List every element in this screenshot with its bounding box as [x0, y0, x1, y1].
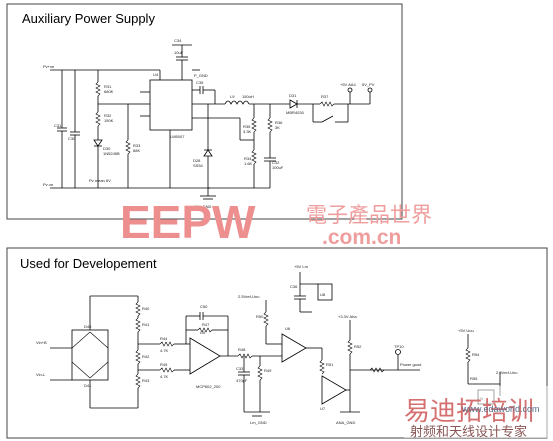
component-label-r32: R32: [104, 113, 112, 118]
auxiliary-power-supply-schematic: Pv+ve Pv-ve C31 C30 R31 680K R32 150K D3…: [43, 38, 375, 209]
bottom-panel-title: Used for Developement: [20, 256, 157, 271]
component-label-c36: C36: [290, 284, 298, 289]
eepw-watermark: EEPW 電子產品世界 .com.cn: [120, 196, 432, 249]
eepw-url-text: .com.cn: [322, 226, 401, 249]
component-label-v5pv: 5V_PV: [362, 82, 375, 87]
component-label-l9v: 150uH: [242, 94, 254, 99]
component-label-d41: D41: [84, 383, 92, 388]
component-label-r32v: 150K: [104, 118, 114, 123]
component-label-vin-pos: Vin+B: [36, 340, 47, 345]
component-label-c30: C30: [68, 136, 76, 141]
component-label-r35: R35: [243, 124, 251, 129]
top-panel-title: Auxiliary Power Supply: [22, 11, 155, 26]
rfask-url: www.edaworld.com: [461, 404, 540, 414]
component-label-d28v: SS54: [193, 163, 204, 168]
eepw-logo-text: EEPW: [120, 196, 256, 248]
component-label-aagnd: ANA_GND: [336, 420, 355, 425]
component-label-pgnd: P_GND: [194, 73, 208, 78]
component-label-plus5v: +5V AA4: [340, 82, 356, 87]
bottom-panel-frame: [6, 247, 548, 439]
component-label-c32: C32: [272, 160, 280, 165]
component-label-r36: R36: [275, 120, 283, 125]
component-label-r35v: 3.3K: [243, 129, 252, 134]
u4-lm5007-chip: [149, 79, 193, 131]
component-label-tp10: TP10: [394, 344, 404, 349]
component-label-lmgnd: Lm_GND: [250, 420, 267, 425]
component-label-u4: U4: [153, 72, 159, 77]
component-label-r34v: 1.6K: [244, 161, 253, 166]
component-label-d28: D28: [193, 158, 201, 163]
component-label-v33: +3.3V Aha: [338, 314, 357, 319]
label-pv-pos: Pv+ve: [43, 64, 55, 69]
component-label-r52: R52: [354, 344, 362, 349]
component-label-pgood: Power good: [400, 362, 421, 367]
component-label-c35: C35: [196, 80, 204, 85]
component-label-pvmean: Pv mean 6V: [89, 178, 111, 183]
component-label-r51: R51: [326, 362, 334, 367]
component-label-d31v: MBR4030: [286, 110, 305, 115]
component-label-r40: R40: [142, 306, 150, 311]
component-label-r33: R33: [133, 143, 141, 148]
component-label-r31v: 680K: [104, 89, 114, 94]
component-label-c34: C34: [174, 38, 182, 43]
component-label-vref: 2.5Vref-Unu: [238, 294, 259, 299]
component-label-vref2: 2.5Vref-Unu: [496, 370, 517, 375]
component-label-c50: C50: [200, 304, 208, 309]
component-label-l9: L9: [230, 94, 235, 99]
component-label-r45v: 4.7K: [160, 374, 169, 379]
component-label-r44: R44: [160, 336, 168, 341]
component-label-r43: R43: [142, 378, 150, 383]
component-label-d31: D31: [289, 93, 297, 98]
component-label-r31: R31: [104, 84, 112, 89]
top-panel-frame: [6, 3, 403, 220]
component-label-r37: R37: [321, 94, 329, 99]
component-label-u8: U8: [320, 292, 326, 297]
component-label-c33v: 470pF: [236, 378, 248, 383]
label-pv-neg: Pv-ve: [43, 182, 54, 187]
component-label-r48: R48: [238, 347, 246, 352]
component-label-r50: R50: [256, 314, 264, 319]
component-label-r36v: 3K: [275, 125, 280, 130]
component-label-pgnd2: PV_GND: [195, 204, 212, 209]
component-label-c32v: 100uF: [272, 165, 284, 170]
component-label-r41: R41: [142, 322, 150, 327]
component-label-v45: +5V Lm: [294, 264, 309, 269]
component-label-vin-neg: Vin-L: [36, 372, 46, 377]
component-label-r44v: 4.7K: [160, 348, 169, 353]
component-label-r49: R49: [264, 368, 272, 373]
component-label-r55: R55: [470, 376, 478, 381]
component-label-u7: U7: [320, 406, 326, 411]
rfask-subtitle: 射频和天线设计专家: [410, 424, 527, 440]
component-label-d30v: 1N5245B: [103, 151, 120, 156]
component-label-c33: C33: [236, 366, 244, 371]
component-label-r54: R54: [472, 352, 480, 357]
eepw-chinese-text: 電子產品世界: [306, 203, 432, 227]
component-label-r33v: 68K: [133, 148, 140, 153]
rfask-watermark: 易迪拓培训 射频和天线设计专家 www.edaworld.com: [404, 386, 550, 440]
component-label-r47: R47: [202, 322, 210, 327]
component-label-u5: U5: [200, 330, 206, 335]
component-label-r34: R34: [244, 156, 252, 161]
component-label-d40: D40: [84, 324, 92, 329]
component-label-mcp: MCP602_200: [196, 384, 221, 389]
component-label-v5uu: +5V Uuu: [458, 328, 474, 333]
component-label-r42: R42: [142, 354, 150, 359]
component-label-c34v: 10uF: [174, 50, 184, 55]
rfask-logo-text: 易迪拓培训: [404, 397, 534, 427]
component-label-u6: U6: [285, 326, 291, 331]
component-label-d30: D30: [103, 146, 111, 151]
component-label-r45: R45: [160, 362, 168, 367]
component-label-c31: C31: [54, 123, 62, 128]
component-label-lm5007: LM5007: [170, 134, 185, 139]
